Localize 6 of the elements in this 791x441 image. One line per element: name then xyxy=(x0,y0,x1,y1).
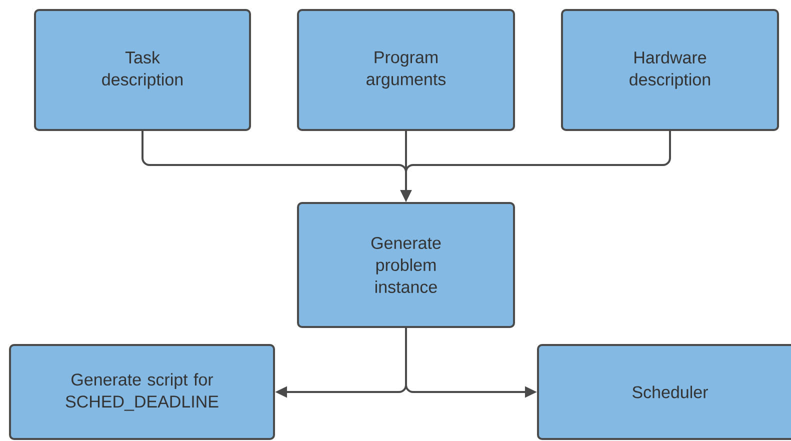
process-box: Program arguments xyxy=(297,9,515,131)
process-box: Generate script for SCHED_DEADLINE xyxy=(9,344,275,440)
process-box: Generate problem instance xyxy=(297,202,515,328)
process-box: Scheduler xyxy=(537,344,791,440)
process-box: Hardware description xyxy=(561,9,779,131)
process-box: Task description xyxy=(34,9,251,131)
